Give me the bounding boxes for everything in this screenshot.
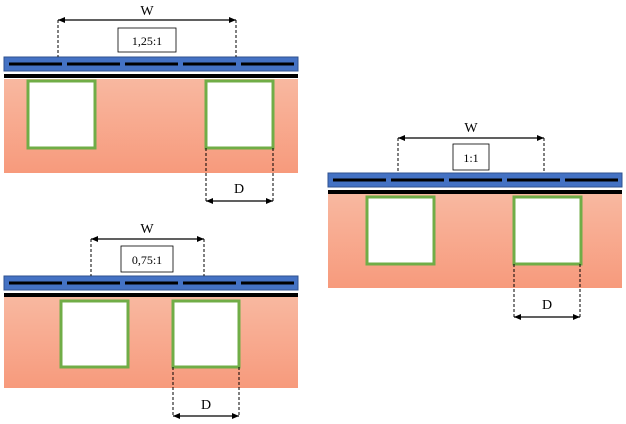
plate-dash-segment <box>333 178 386 182</box>
w-label: W <box>464 121 478 136</box>
plate-dash-segment <box>183 281 236 285</box>
plate-dash-segment <box>183 62 236 66</box>
window-right <box>171 299 241 369</box>
d-label: D <box>542 298 552 313</box>
d-label: D <box>201 398 211 413</box>
substrate <box>4 297 298 388</box>
window-left <box>59 299 130 369</box>
panel-ratio-075: W 0,75:1 D <box>3 222 299 419</box>
plate-dash-segment <box>391 178 444 182</box>
plate-dash-segment <box>241 281 294 285</box>
plate-dashes <box>333 178 618 182</box>
w-label: W <box>140 222 154 237</box>
ratio-box <box>117 27 177 53</box>
plate-dash-segment <box>9 281 62 285</box>
plate-dash-segment <box>507 178 560 182</box>
ratio-label: 0,75:1 <box>132 253 162 267</box>
wafer-top-line <box>4 74 298 78</box>
plate-dash-segment <box>565 178 618 182</box>
plate-dash-segment <box>449 178 502 182</box>
plate-dash-segment <box>67 62 120 66</box>
wafer-top-line <box>4 293 298 297</box>
plate-dashes <box>9 281 294 285</box>
panel-ratio-125: W 1,25:1 D <box>3 4 299 204</box>
panel-ratio-1: W 1:1 D <box>327 121 623 320</box>
ratio-label: 1,25:1 <box>132 34 162 48</box>
plate-dash-segment <box>9 62 62 66</box>
window-right <box>204 79 275 150</box>
w-label: W <box>140 4 154 19</box>
window-right <box>512 195 583 266</box>
plate-dash-segment <box>241 62 294 66</box>
plate-dash-segment <box>67 281 120 285</box>
plate-dash-segment <box>125 62 178 66</box>
plate-dashes <box>9 62 294 66</box>
d-label: D <box>234 182 244 197</box>
plate-dash-segment <box>125 281 178 285</box>
window-left <box>365 195 436 266</box>
ratio-box <box>120 245 174 273</box>
ratio-label: 1:1 <box>463 151 478 165</box>
wafer-top-line <box>328 190 622 194</box>
ratio-box <box>452 143 490 171</box>
window-left <box>26 79 97 150</box>
